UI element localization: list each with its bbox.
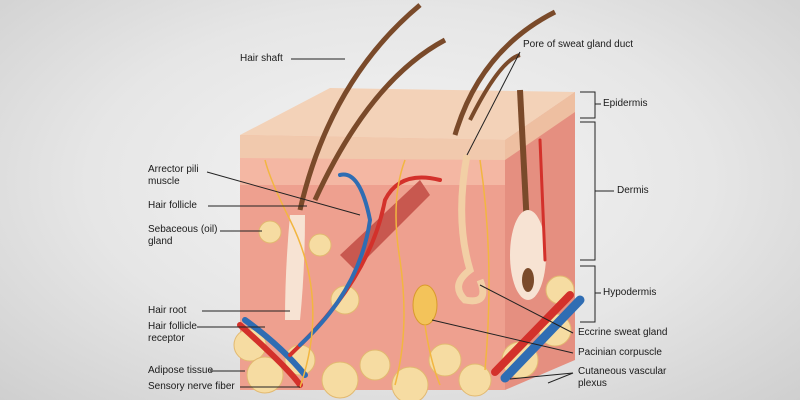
- blood-vessels: [237, 138, 585, 388]
- label-epidermis: Epidermis: [603, 98, 648, 109]
- label-pore-of-sweat-gland-duct: Pore of sweat gland duct: [523, 39, 634, 50]
- label-hypodermis: Hypodermis: [603, 287, 657, 298]
- label-eccrine-sweat-gland: Eccrine sweat gland: [578, 327, 668, 338]
- label-line: receptor: [148, 333, 185, 344]
- label-line: Sebaceous (oil): [148, 224, 218, 235]
- nerve-fibers: [264, 159, 490, 388]
- sweat-gland-duct: [455, 154, 487, 305]
- epidermis-front: [240, 135, 505, 160]
- dermis-layer: [240, 135, 505, 390]
- label-hair-shaft: Hair shaft: [240, 53, 283, 64]
- pacinian-corpuscle: [412, 284, 438, 326]
- label-dermis: Dermis: [617, 185, 649, 196]
- label-sensory-nerve-fiber: Sensory nerve fiber: [148, 381, 235, 392]
- leader-lines: [197, 51, 614, 388]
- label-line: Cutaneous vascular: [578, 366, 667, 377]
- label-hair-follicle: Hair follicle: [148, 200, 197, 211]
- epidermis-top-face: [240, 88, 575, 140]
- label-line: Hair follicle: [148, 321, 197, 332]
- label-line: gland: [148, 236, 173, 247]
- label-sebaceous-gland: Sebaceous (oil)gland: [148, 224, 217, 248]
- label-adipose-tissue: Adipose tissue: [148, 365, 214, 376]
- label-pacinian-corpuscle: Pacinian corpuscle: [578, 347, 662, 358]
- label-line: muscle: [148, 176, 180, 187]
- label-line: Arrector pili: [148, 164, 199, 175]
- label-hair-root: Hair root: [148, 305, 187, 316]
- hair: [285, 3, 557, 320]
- label-line: plexus: [578, 378, 607, 389]
